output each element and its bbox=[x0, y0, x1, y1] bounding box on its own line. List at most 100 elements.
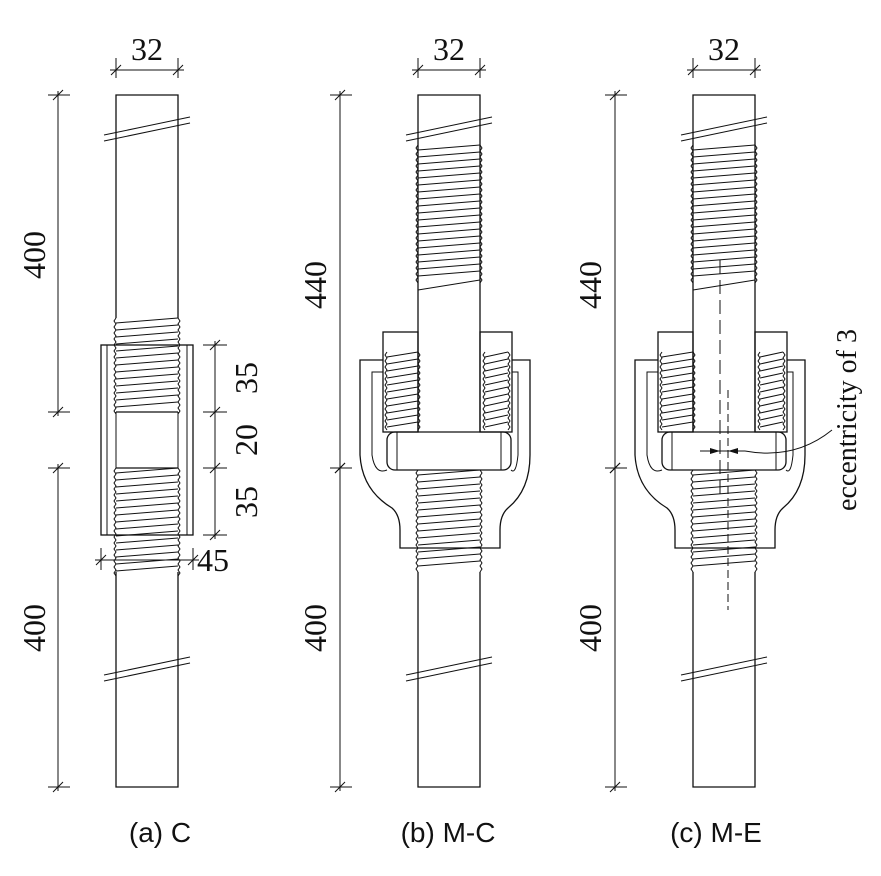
panel-a-upper-thread-crest bbox=[115, 338, 179, 345]
panel-a-lower-thread-crest bbox=[115, 495, 179, 502]
panel-c-upper-thread-crest bbox=[692, 270, 756, 277]
panel-a-lower-dim-tick bbox=[52, 781, 64, 793]
panel-c-nut-thread-left-crest bbox=[661, 414, 694, 421]
panel-a-upper-thread-crest bbox=[115, 317, 179, 324]
panel-c-upper-thread-crest bbox=[692, 263, 756, 270]
panel-b-lower-thread-crest bbox=[417, 483, 481, 490]
panel-a-coupler-dim-tick bbox=[209, 529, 221, 541]
panel-b-width-dim-tick bbox=[474, 64, 486, 76]
panel-c-lower-thread-crest bbox=[692, 532, 756, 539]
panel-c-nut-thread-left-edge-right bbox=[692, 351, 696, 431]
panel-c-sleeve-body bbox=[634, 359, 806, 549]
panel-a-lower-thread-edge-right bbox=[177, 467, 181, 577]
panel-b-lower-dim-tick bbox=[334, 462, 346, 474]
panel-a-lower-thread-crest bbox=[115, 523, 179, 530]
panel-c-break-mark bbox=[680, 656, 768, 676]
panel-b-nut-thread-left-crest bbox=[386, 421, 419, 428]
panel-c-lower-thread-crest bbox=[692, 560, 756, 567]
panel-b-lower-thread-crest bbox=[417, 525, 481, 532]
panel-c-break-mark bbox=[680, 122, 768, 142]
panel-b-nut-thread-left-edge-left bbox=[384, 351, 388, 431]
panel-a-lower-thread-crest bbox=[115, 516, 179, 523]
panel-c-nut-thread-left-crest bbox=[661, 407, 694, 414]
panel-c-lower-length-label: 400 bbox=[572, 604, 608, 652]
panel-b-nut-thread-right-crest bbox=[484, 386, 509, 393]
panel-c-nut-thread-right-edge-left bbox=[757, 351, 761, 431]
panel-a-upper-thread-crest bbox=[115, 331, 179, 338]
panel-c-upper-dim-tick bbox=[609, 89, 621, 101]
panel-b-sleeve-body bbox=[359, 359, 531, 549]
panel-b-sleeve-inner bbox=[371, 371, 388, 472]
panel-b-upper-thread-crest bbox=[417, 214, 481, 221]
panel-b-nut-thread-right-crest bbox=[484, 358, 509, 365]
panel-b-upper-thread-crest bbox=[417, 263, 481, 270]
panel-a-coupler-dim-3: 35 bbox=[228, 486, 264, 518]
panel-c-upper-thread-crest bbox=[692, 172, 756, 179]
panel-a-upper-dim-tick bbox=[52, 89, 64, 101]
panel-a-width-dim-tick bbox=[110, 64, 122, 76]
panel-b-lower-thread-crest bbox=[417, 476, 481, 483]
panel-c-nut-thread-left-crest bbox=[661, 358, 694, 365]
panel-a-lower-thread-crest bbox=[115, 474, 179, 481]
panel-a-coupler-dim-2: 20 bbox=[228, 424, 264, 456]
panel-c-thread-end bbox=[692, 279, 756, 291]
panel-b-lower-thread-crest bbox=[417, 560, 481, 567]
panel-c-upper-thread-crest bbox=[692, 151, 756, 158]
panel-c-lower-thread-crest bbox=[692, 483, 756, 490]
panel-c-nut-thread-left-edge-left bbox=[659, 351, 663, 431]
panel-a-coupler-width-label: 45 bbox=[197, 542, 229, 578]
panel-b-break-mark bbox=[405, 656, 493, 676]
panel-c-nut-thread-left-crest bbox=[661, 351, 694, 358]
panel-b-lower-thread-edge-right bbox=[479, 469, 483, 573]
panel-b-width-label: 32 bbox=[433, 31, 465, 67]
panel-a-upper-thread-edge-left bbox=[113, 317, 117, 415]
panel-c-lower-thread-crest bbox=[692, 511, 756, 518]
panel-a-width-dim-tick bbox=[172, 64, 184, 76]
panel-b-nut-thread-right-crest bbox=[484, 351, 509, 358]
panel-b-nut-thread-left-crest bbox=[386, 407, 419, 414]
panel-b-upper-thread-crest bbox=[417, 249, 481, 256]
panel-b-nut-thread-left-crest bbox=[386, 358, 419, 365]
panel-c-nut-thread-right-crest bbox=[759, 386, 784, 393]
panel-c-upper-thread-edge-right bbox=[754, 144, 758, 284]
panel-b-nut-thread-left-edge-right bbox=[417, 351, 421, 431]
panel-c-upper-thread-crest bbox=[692, 235, 756, 242]
panel-c-eccentricity-arrow bbox=[728, 448, 738, 454]
panel-b-lower-thread-crest bbox=[417, 490, 481, 497]
panel-a-upper-thread-crest bbox=[115, 352, 179, 359]
panel-b-nut-thread-right-crest bbox=[484, 414, 509, 421]
panel-b-lower-thread-crest bbox=[417, 504, 481, 511]
panel-a-upper-thread-crest bbox=[115, 387, 179, 394]
panel-c-lock-nut-left bbox=[657, 331, 694, 433]
panel-b-break-mark bbox=[405, 116, 493, 136]
panel-b-upper-thread-crest bbox=[417, 193, 481, 200]
panel-a-coupler-sleeve bbox=[100, 344, 194, 536]
panel-c-lower-thread-crest bbox=[692, 525, 756, 532]
panel-c-lower-thread-crest bbox=[692, 546, 756, 553]
panel-c-lower-thread-edge-left bbox=[690, 469, 694, 573]
panel-a-lower-bar bbox=[115, 572, 179, 788]
panel-a-upper-thread-crest bbox=[115, 373, 179, 380]
panel-b-upper-thread-crest bbox=[417, 151, 481, 158]
panel-b-upper-thread-crest bbox=[417, 144, 481, 151]
panel-b-upper-thread-crest bbox=[417, 270, 481, 277]
panel-b-lower-bar bbox=[417, 572, 481, 788]
panel-c-upper-thread-crest bbox=[692, 249, 756, 256]
panel-b-lower-thread-crest bbox=[417, 469, 481, 476]
panel-b-width-dim-tick bbox=[412, 64, 424, 76]
panel-c-lower-dim-tick bbox=[609, 781, 621, 793]
drawing-geometry bbox=[48, 58, 833, 793]
panel-a-lower-thread-crest bbox=[115, 481, 179, 488]
panel-b-caption: (b) M-C bbox=[401, 817, 496, 848]
panel-b-upper-thread-crest bbox=[417, 256, 481, 263]
panel-b-upper-thread-crest bbox=[417, 242, 481, 249]
panel-a-lower-thread-crest bbox=[115, 565, 179, 572]
panel-c-upper-thread-crest bbox=[692, 256, 756, 263]
panel-b-sleeve-inner bbox=[510, 371, 519, 472]
panel-a-upper-thread-crest bbox=[115, 359, 179, 366]
panel-c-lock-nut-right bbox=[754, 331, 788, 433]
panel-c-upper-thread-crest bbox=[692, 242, 756, 249]
panel-b-lower-thread-crest bbox=[417, 539, 481, 546]
panel-a-lower-thread-crest bbox=[115, 467, 179, 474]
panel-c-nut-thread-right-crest bbox=[759, 407, 784, 414]
